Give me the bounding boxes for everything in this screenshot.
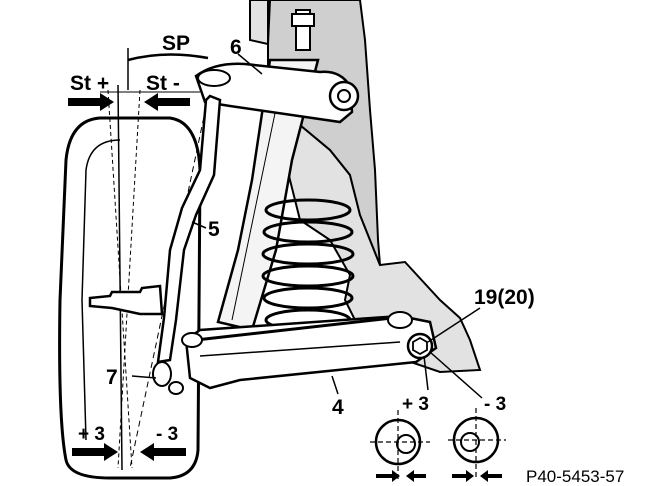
- shock-top-nut: [291, 13, 315, 27]
- camber-line-minus: [117, 89, 141, 469]
- leader-5: [191, 221, 207, 229]
- eccentric-bolt-hex: [412, 336, 428, 356]
- eccentric-detail-plus: [370, 410, 430, 482]
- wheel-hub-spindle: [88, 284, 164, 316]
- upper-balljoint: [197, 69, 231, 87]
- tie-rod-end-inner: [387, 311, 413, 329]
- eccentric-detail-minus: [448, 408, 506, 482]
- tire-inner-wall: [81, 139, 121, 441]
- tie-rod: [195, 316, 393, 342]
- st-plus-arrow: [68, 93, 114, 111]
- tie-rod-end-outer: [181, 332, 203, 348]
- leader-7: [131, 375, 157, 379]
- label-part-19-20: 19(20): [474, 286, 535, 309]
- upper-arm-bushing-inner: [337, 89, 351, 103]
- label-plus-3-right: + 3: [402, 394, 429, 415]
- label-minus-3-bottom: - 3: [156, 424, 178, 445]
- sp-angle-arc: [127, 53, 209, 62]
- lower-bolt-nut: [168, 381, 184, 395]
- leader-4: [331, 375, 339, 395]
- leader-minus-3: [429, 351, 483, 399]
- leader-6: [237, 53, 263, 75]
- camber-line-plus: [107, 89, 133, 469]
- label-minus-3-right: - 3: [484, 394, 506, 415]
- label-st-plus: St +: [70, 72, 109, 95]
- leader-19-20: [427, 307, 481, 343]
- plus-3-arrow: [72, 443, 118, 461]
- label-plus-3-bottom: + 3: [78, 424, 105, 445]
- st-minus-arrow: [144, 93, 190, 111]
- lower-arm-rib: [199, 341, 401, 357]
- lower-balljoint-7: [152, 361, 172, 387]
- label-part-5: 5: [208, 218, 220, 241]
- label-part-4: 4: [332, 396, 344, 419]
- label-part-7: 7: [106, 366, 118, 389]
- label-part-6: 6: [230, 36, 242, 59]
- minus-3-arrow: [140, 443, 186, 461]
- figure-code: P40-5453-57: [526, 467, 624, 486]
- steering-knuckle: [156, 94, 222, 364]
- label-st-minus: St -: [146, 72, 180, 95]
- label-sp: SP: [162, 32, 190, 55]
- leader-plus-3: [423, 355, 429, 391]
